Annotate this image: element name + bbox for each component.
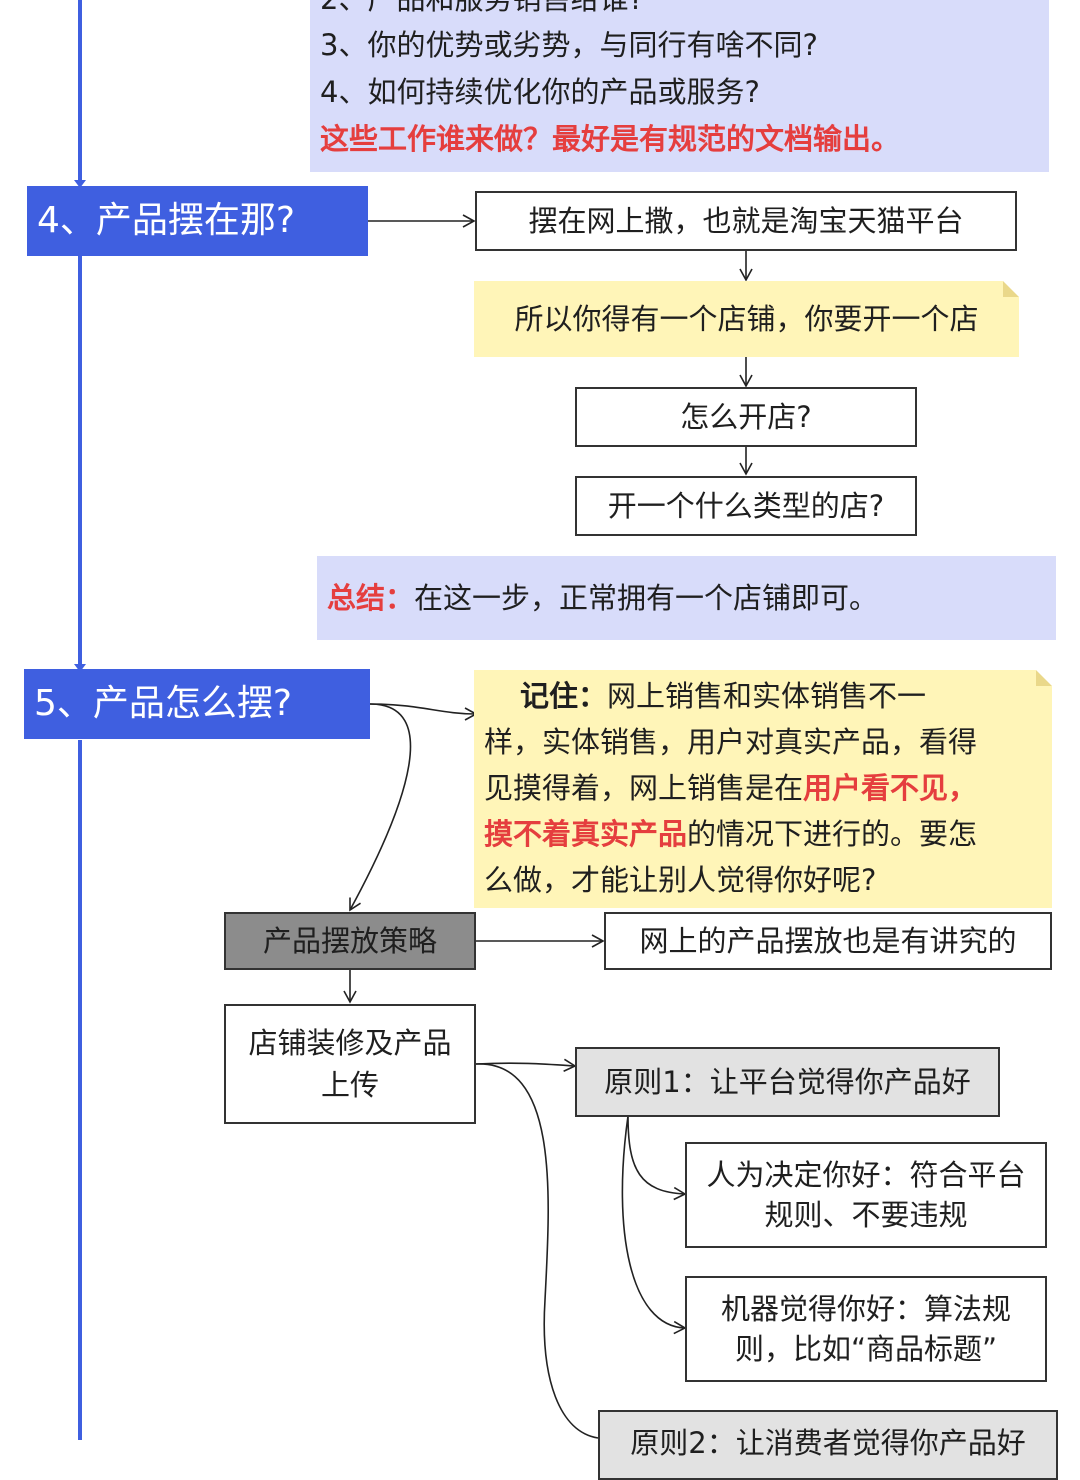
note-line-4-plain: 的情况下进行的。要怎: [687, 817, 978, 851]
note-line-4: 摸不着真实产品的情况下进行的。要怎: [484, 811, 1052, 857]
decoration-box: 店铺装修及产品上传: [224, 1004, 476, 1124]
note-label: 记住：: [520, 679, 608, 713]
connector: [369, 703, 478, 721]
store-type-box: 开一个什么类型的店?: [575, 476, 917, 536]
principle-2-text: 原则2：让消费者觉得你产品好: [630, 1426, 1026, 1460]
panel-partial-line: 2、产品和服务销售给谁?: [320, 0, 644, 23]
note-line-3: 见摸得着，网上销售是在用户看不见，: [484, 765, 1052, 811]
remember-note: 记住：网上销售和实体销售不一 样，实体销售，用户对真实产品，看得 见摸得着，网上…: [474, 670, 1052, 908]
connector: [621, 1115, 687, 1335]
note-fold: [1036, 670, 1052, 686]
step-4-summary: 总结：在这一步，正常拥有一个店铺即可。: [317, 556, 1056, 640]
panel-emphasis: 这些工作谁来做？最好是有规范的文档输出。: [320, 122, 901, 156]
human-rule-box: 人为决定你好：符合平台规则、不要违规: [685, 1142, 1047, 1248]
top-panel: 2、产品和服务销售给谁? 3、你的优势或劣势，与同行有啥不同? 4、如何持续优化…: [310, 0, 1049, 172]
note-line-3-plain: 见摸得着，网上销售是在: [484, 771, 804, 805]
principle-2-box: 原则2：让消费者觉得你产品好: [598, 1410, 1058, 1480]
connector: [475, 1063, 599, 1439]
connector: [475, 1058, 577, 1072]
panel-line-3: 3、你的优势或劣势，与同行有啥不同?: [320, 28, 818, 62]
strategy-desc-box: 网上的产品摆放也是有讲究的: [604, 912, 1052, 970]
note-text: 所以你得有一个店铺，你要开一个店: [514, 302, 979, 336]
connector: [627, 1115, 687, 1201]
machine-rule-box: 机器觉得你好：算法规则，比如“商品标题”: [685, 1276, 1047, 1382]
panel-line-4: 4、如何持续优化你的产品或服务?: [320, 75, 760, 109]
note-line-5: 么做，才能让别人觉得你好呢?: [484, 863, 877, 897]
summary-text: 在这一步，正常拥有一个店铺即可。: [414, 581, 879, 615]
principle-1-box: 原则1：让平台觉得你产品好: [575, 1047, 1000, 1117]
note-line-1: 记住：网上销售和实体销售不一: [484, 673, 1052, 719]
strategy-box: 产品摆放策略: [224, 912, 476, 970]
note-line-1-text: 网上销售和实体销售不一: [607, 679, 927, 713]
step-4-header: 4、产品摆在那?: [27, 186, 368, 256]
note-fold: [1003, 281, 1019, 297]
connector: [349, 703, 412, 912]
how-to-open-box: 怎么开店?: [575, 387, 917, 447]
summary-label: 总结：: [327, 581, 415, 615]
open-store-note: 所以你得有一个店铺，你要开一个店: [474, 281, 1019, 357]
note-line-3-red: 用户看不见，: [803, 771, 978, 805]
connector-lines: [74, 0, 753, 1440]
note-line-4-red: 摸不着真实产品: [484, 817, 688, 851]
step-5-header: 5、产品怎么摆?: [24, 669, 370, 739]
platform-box: 摆在网上撒，也就是淘宝天猫平台: [475, 191, 1017, 251]
note-line-2: 样，实体销售，用户对真实产品，看得: [484, 725, 978, 759]
